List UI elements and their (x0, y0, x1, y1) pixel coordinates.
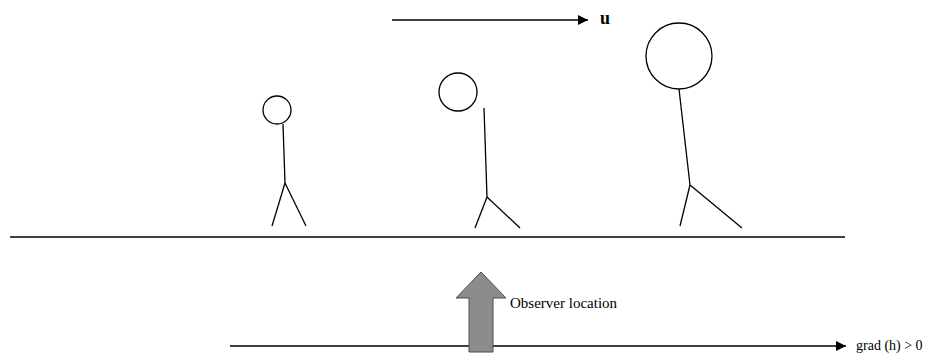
ground-line (10, 236, 845, 238)
gradient-arrow (230, 345, 846, 346)
stick-figure-large (646, 23, 742, 228)
stick-figure-small (263, 96, 306, 226)
gradient-label: grad (h) > 0 (856, 338, 923, 353)
observer-arrow (456, 272, 506, 352)
velocity-arrow (392, 19, 588, 20)
observer-label: Observer location (510, 295, 617, 312)
velocity-symbol: u (600, 9, 610, 29)
stick-figure-medium (439, 73, 520, 228)
